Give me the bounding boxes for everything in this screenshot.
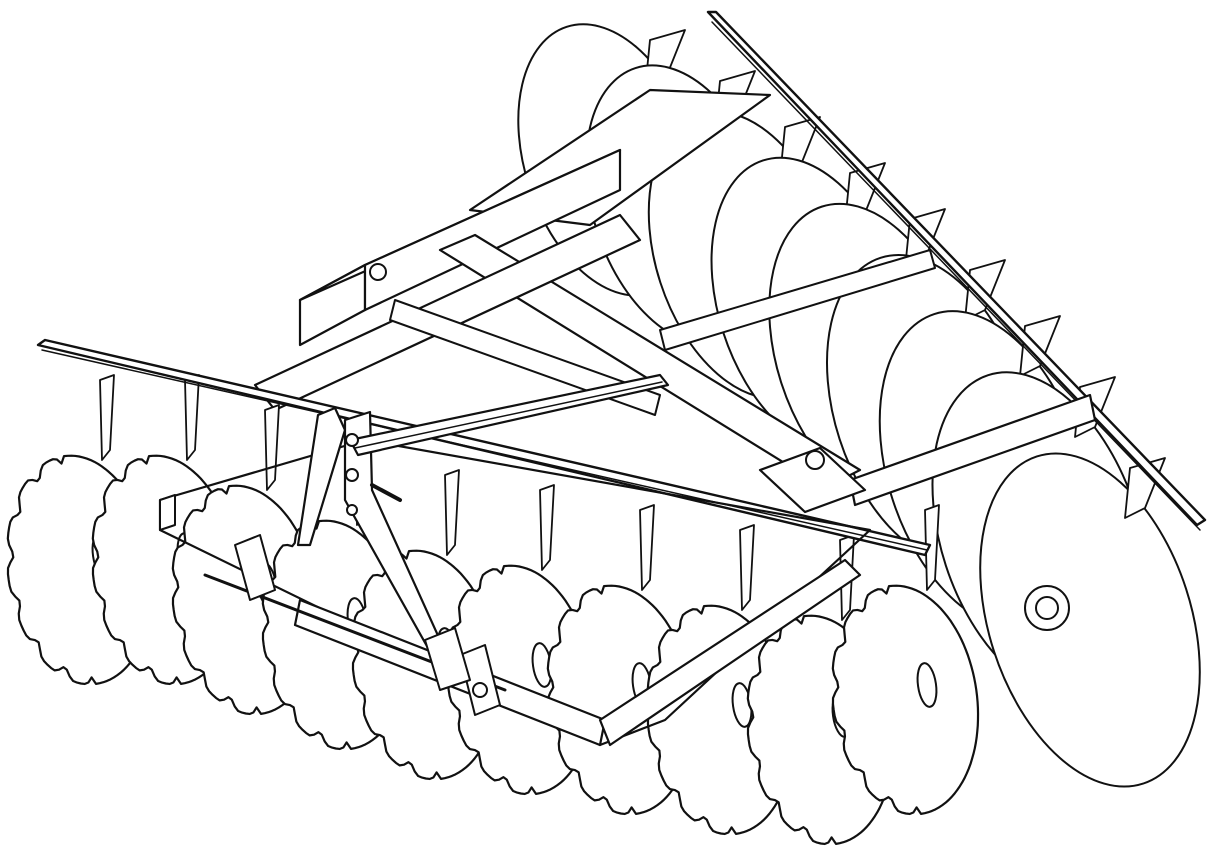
front-bearing-block-left [234,534,276,601]
mount-block-front [298,263,367,347]
right-pivot-bolt [805,450,825,470]
front-scraper-bar-edge [41,349,928,551]
front-scraper-blade [444,469,460,556]
rear-gang-frame [468,10,1207,531]
right-pivot-block [758,446,867,514]
lower-link-pin [472,682,488,698]
front-scraper-blade [99,374,115,461]
front-disc-gang [6,374,980,846]
front-scraper-blade [739,524,755,611]
rear-gang-tie-bar [659,249,936,351]
lower-cross-rail [389,299,661,416]
top-link-bar-edge [354,381,663,449]
diagonal-brace-bar [438,233,862,490]
front-gang-side-beam [598,558,862,747]
upper-main-beam-side [363,148,622,312]
hitch-pin-upper [345,433,359,447]
pivot-bolt [369,263,387,281]
front-bearing-block-right [459,644,501,716]
front-scraper-blade [924,504,940,591]
front-scraper-blade [639,504,655,591]
frame-corner-left [159,494,176,531]
adjusting-rod [370,483,402,502]
front-notched-disc [446,564,595,796]
front-scraper-blade [184,374,200,461]
front-scraper-blade [264,404,280,491]
main-frame [253,148,867,514]
hitch-pin-lower [346,504,358,516]
rear-disc-hub-nut [1035,596,1059,620]
three-point-hitch [296,373,670,698]
rear-scraper-blade [1019,315,1061,377]
rear-scraper-bar [706,10,1207,527]
rear-gang-beam-lower [848,393,1097,507]
front-scraper-blade [539,484,555,571]
rear-disc [979,452,1201,788]
scraper-bar-edge [711,21,1201,531]
front-notched-disc [831,584,980,816]
front-disc-hub [916,662,938,708]
front-notched-disc [646,604,795,836]
lower-link-pin-block [424,627,471,691]
hitch-pin-middle [345,468,359,482]
hitch-upright-left [296,406,347,547]
